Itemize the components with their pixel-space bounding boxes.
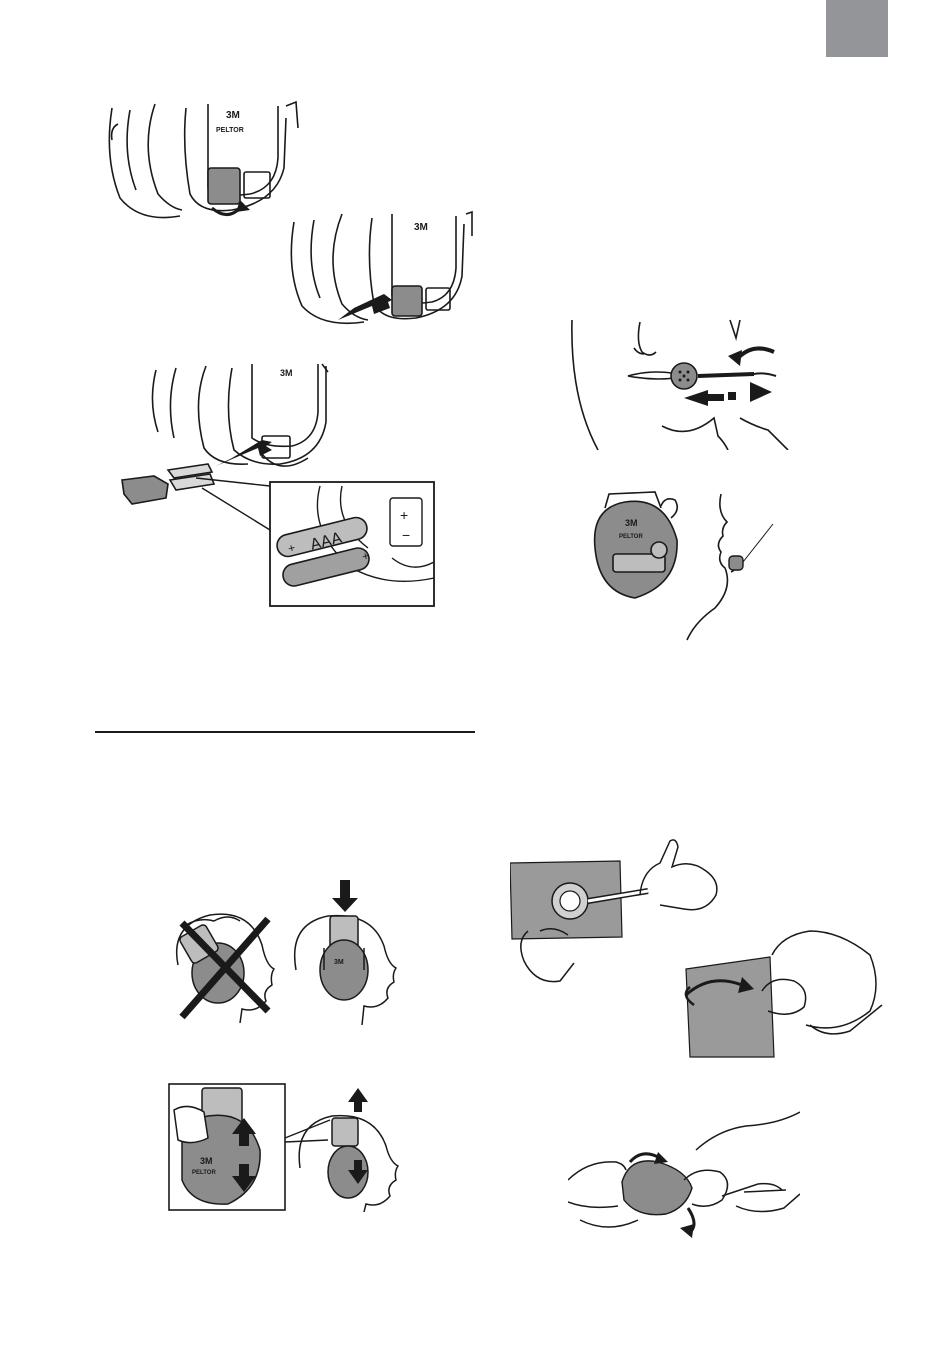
brand-logo-text-3: 3M [280, 368, 293, 378]
cleaning-microphone-figure [510, 835, 885, 1060]
battery-cover-slide-figure: 3M [280, 210, 475, 335]
brand-logo-text-5: 3M [334, 959, 344, 966]
brand-product-text-2: PELTOR [619, 534, 643, 540]
page-tab-marker [826, 0, 888, 57]
battery-insert-figure: AAA + + + − 3M [112, 362, 437, 610]
brand-product-text-3: PELTOR [192, 1170, 216, 1176]
microphone-position-figure [568, 318, 790, 450]
brand-logo-text-2: 3M [414, 222, 428, 233]
incorrect-fit-figure [170, 905, 280, 1023]
brand-logo-text: 3M [226, 110, 240, 121]
wiping-microphone-figure [568, 1110, 800, 1252]
compartment-plus-symbol: + [400, 507, 408, 523]
brand-logo-text-4: 3M [625, 518, 638, 528]
brand-logo-text-6: 3M [200, 1156, 213, 1166]
cup-adjust-figure: 3M PELTOR [168, 1080, 408, 1212]
microphone-side-figure: 3M PELTOR [585, 488, 785, 643]
battery-cover-open-figure: 3M PELTOR [100, 98, 305, 228]
compartment-minus-symbol: − [402, 527, 410, 543]
correct-fit-figure: 3M [288, 880, 400, 1025]
brand-product-text: PELTOR [216, 127, 244, 134]
section-divider [95, 731, 475, 733]
